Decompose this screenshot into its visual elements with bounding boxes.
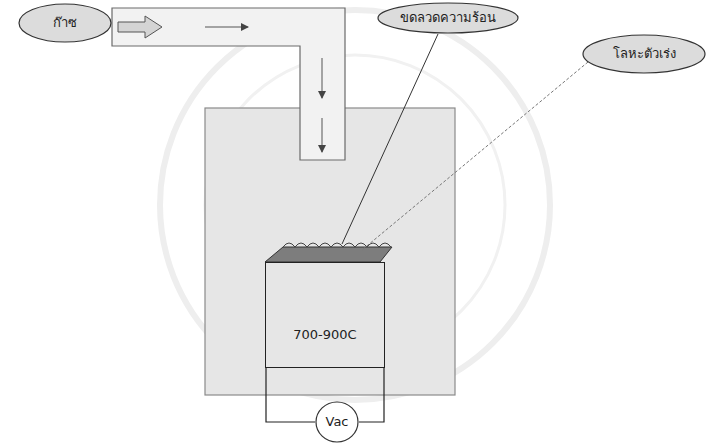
text-group: ก๊าซ: [53, 15, 77, 31]
wire-connector: [266, 368, 315, 422]
text-group: Vac: [326, 414, 349, 430]
node-label: Vac: [326, 414, 349, 430]
text-group: ขดลวดความร้อน: [400, 10, 496, 26]
heater-box: 700-900C: [265, 262, 385, 368]
flow-arrow: [322, 58, 323, 98]
text-group: โลหะตัวเร่ง: [613, 46, 676, 62]
node-label: ขดลวดความร้อน: [400, 10, 496, 26]
wire-connector: [359, 368, 384, 422]
leader-line: [342, 34, 438, 244]
node-label: โลหะตัวเร่ง: [613, 46, 676, 62]
node-label: ก๊าซ: [53, 15, 77, 31]
text-group: 700-900C: [293, 327, 356, 343]
flow-arrow: [322, 118, 323, 152]
heating-coil: [283, 243, 391, 247]
label-ellipse: โลหะตัวเร่ง: [582, 34, 706, 74]
watermark-seal: [160, 10, 550, 400]
leader-line: [362, 62, 588, 250]
gas-pipe: [112, 8, 345, 160]
substrate-plate: [265, 247, 392, 262]
gas-ellipse: ก๊าซ: [18, 3, 112, 43]
vacuum-circle: Vac: [315, 401, 359, 443]
label-ellipse: ขดลวดความร้อน: [377, 2, 519, 34]
gas-inlet-arrow: [118, 16, 162, 38]
flow-arrow: [205, 27, 248, 28]
node-label: 700-900C: [293, 327, 356, 343]
